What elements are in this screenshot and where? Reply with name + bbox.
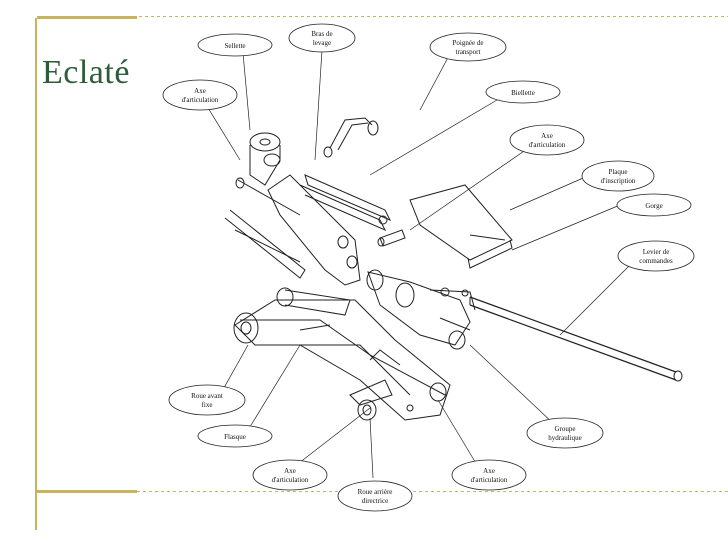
callout-biellette (485, 80, 561, 104)
callout-axe-3 (252, 459, 328, 491)
bottom-accent-bar (37, 490, 137, 493)
frame-part (233, 287, 451, 421)
callout-roue-arriere (337, 480, 413, 512)
label-bras-levage-1: Bras de (311, 30, 332, 38)
slide-title: Eclaté (42, 54, 130, 91)
link-rod-part (304, 174, 392, 225)
label-axe-1a: Axe (194, 87, 206, 95)
label-poignee-2: transport (456, 48, 481, 56)
callout-gorge (616, 193, 692, 217)
label-axe-1b: d'articulation (182, 96, 219, 104)
callout-axe-2 (509, 124, 585, 156)
callout-groupe (526, 417, 604, 449)
callout-plaque (581, 160, 655, 192)
callout-flasque (197, 424, 273, 448)
label-roue-arriere-1: Roue arrière (358, 488, 393, 496)
name-plate-part (409, 184, 513, 269)
callout-sellette (197, 33, 273, 57)
top-dotted-rule (37, 16, 728, 17)
label-bras-levage-2: levage (313, 39, 331, 47)
label-poignee-1: Poignée de (453, 39, 484, 47)
top-accent-bar (37, 16, 137, 19)
label-groupe-1: Groupe (555, 425, 576, 433)
saddle-part (249, 132, 281, 186)
leader-lines (204, 49, 636, 479)
label-axe-4b: d'articulation (471, 476, 508, 484)
callout-roue-avant (168, 384, 246, 416)
hydraulic-group-part (366, 269, 476, 350)
label-roue-arriere-2: directrice (362, 497, 388, 505)
command-lever-part (469, 296, 683, 382)
bottom-dotted-rule (137, 491, 728, 492)
label-axe-4a: Axe (483, 467, 495, 475)
callout-axe-4 (451, 459, 527, 491)
callout-ovals (162, 23, 695, 512)
callout-axe-1 (162, 79, 238, 111)
label-roue-avant-1: Roue avant (191, 392, 223, 400)
label-gorge: Gorge (645, 202, 662, 210)
label-plaque-2: d'inscription (601, 177, 636, 185)
axle-pin-part (377, 229, 406, 247)
label-levier-2: commandes (639, 257, 673, 265)
label-roue-avant-2: fixe (202, 401, 213, 409)
label-sellette: Sellette (225, 42, 246, 50)
label-axe-3b: d'articulation (272, 476, 309, 484)
label-levier-1: Levier de (643, 248, 670, 256)
label-axe-2b: d'articulation (529, 141, 566, 149)
label-biellette: Biellette (511, 89, 535, 97)
lift-arm-part (224, 174, 387, 286)
label-plaque-1: Plaque (608, 168, 627, 176)
callout-poignee (429, 32, 507, 62)
label-axe-3a: Axe (284, 467, 296, 475)
carry-handle-part (323, 117, 379, 158)
callout-bras-levage (288, 23, 356, 53)
rear-wheel-part (349, 379, 393, 421)
left-accent-rule (35, 18, 37, 530)
label-groupe-2: hydraulique (548, 434, 581, 442)
label-axe-2a: Axe (541, 132, 553, 140)
callout-levier (617, 240, 695, 272)
label-flasque: Flasque (224, 433, 246, 441)
